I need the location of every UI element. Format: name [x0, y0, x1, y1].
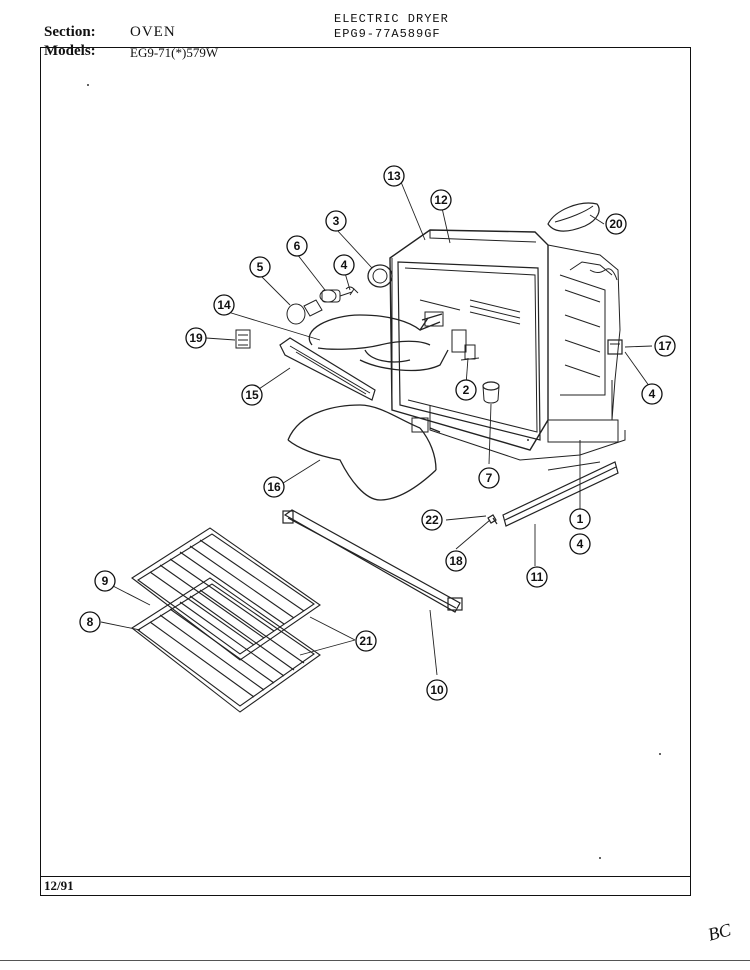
callout-circle	[249, 256, 271, 278]
callout-number: 15	[245, 388, 259, 402]
callout-6-7: 6	[286, 235, 308, 257]
callout-3-2: 3	[325, 210, 347, 232]
callout-21-22: 21	[355, 630, 377, 652]
header-divider	[40, 47, 691, 48]
callout-number: 18	[449, 554, 463, 568]
callout-4-4: 4	[641, 383, 663, 405]
callout-circle	[569, 508, 591, 530]
callout-18-19: 18	[445, 550, 467, 572]
callout-5-6: 5	[249, 256, 271, 278]
callout-circle	[333, 254, 355, 276]
callout-number: 17	[658, 339, 672, 353]
callout-number: 19	[189, 331, 203, 345]
oven-rack-lower	[131, 577, 321, 713]
callout-4-5: 4	[569, 533, 591, 555]
callout-22-23: 22	[421, 509, 443, 531]
callout-circle	[383, 165, 405, 187]
callout-circle	[430, 189, 452, 211]
clip-19	[235, 329, 251, 349]
callout-circle	[241, 384, 263, 406]
callout-13-14: 13	[383, 165, 405, 187]
callout-circle	[94, 570, 116, 592]
leader-lines	[100, 181, 653, 676]
callout-number: 9	[102, 574, 109, 588]
callout-number: 1	[577, 512, 584, 526]
callout-17-18: 17	[654, 335, 676, 357]
callout-circle	[263, 476, 285, 498]
callout-1: 1	[569, 508, 591, 530]
callout-14-15: 14	[213, 294, 235, 316]
callout-circle	[213, 294, 235, 316]
callout-number: 5	[257, 260, 264, 274]
parts-small	[460, 202, 623, 404]
footer-divider	[40, 876, 691, 877]
callout-circle	[286, 235, 308, 257]
callout-11-12: 11	[526, 566, 548, 588]
callout-circle	[605, 213, 627, 235]
callout-7-8: 7	[478, 467, 500, 489]
callout-circle	[325, 210, 347, 232]
oven-rack-upper	[131, 527, 321, 661]
callout-number: 4	[341, 258, 348, 272]
scan-specks	[87, 84, 661, 859]
section-value: OVEN	[130, 24, 176, 40]
callout-15-16: 15	[241, 384, 263, 406]
callout-20-21: 20	[605, 213, 627, 235]
broil-element	[308, 311, 449, 372]
callout-number: 7	[486, 471, 493, 485]
callout-circle	[426, 679, 448, 701]
product-code: EPG9-77A589GF	[334, 27, 441, 41]
callout-number: 14	[217, 298, 231, 312]
callout-4-3: 4	[333, 254, 355, 276]
callout-12-13: 12	[430, 189, 452, 211]
callout-circle	[478, 467, 500, 489]
callout-number: 20	[609, 217, 623, 231]
callout-circle	[445, 550, 467, 572]
callout-number: 13	[387, 169, 401, 183]
bake-element	[287, 404, 441, 501]
callout-2-1: 2	[455, 379, 477, 401]
oven-cavity	[389, 229, 626, 471]
callout-16-17: 16	[263, 476, 285, 498]
callout-circle	[641, 383, 663, 405]
rack-support	[279, 337, 376, 401]
callout-circle	[654, 335, 676, 357]
callout-number: 6	[294, 239, 301, 253]
callout-19-20: 19	[185, 327, 207, 349]
callout-number: 16	[267, 480, 281, 494]
callout-number: 4	[577, 537, 584, 551]
callout-10-11: 10	[426, 679, 448, 701]
callout-number: 21	[359, 634, 373, 648]
product-title: ELECTRIC DRYER	[334, 12, 449, 26]
callout-number: 4	[649, 387, 656, 401]
callout-9-10: 9	[94, 570, 116, 592]
models-value: EG9-71(*)579W	[130, 45, 219, 60]
callout-number: 2	[463, 383, 470, 397]
revision-date: 12/91	[44, 878, 74, 893]
callout-number: 8	[87, 615, 94, 629]
callout-number: 3	[333, 214, 340, 228]
trim-strips	[282, 461, 619, 613]
callout-circle	[421, 509, 443, 531]
callout-circle	[455, 379, 477, 401]
callout-circle	[185, 327, 207, 349]
section-label: Section:	[44, 24, 96, 40]
page-bottom-rule	[0, 960, 750, 961]
light-assembly	[286, 264, 393, 325]
callout-number: 10	[430, 683, 444, 697]
callout-circle	[569, 533, 591, 555]
callout-circle	[526, 566, 548, 588]
callout-circle	[355, 630, 377, 652]
callout-circle	[79, 611, 101, 633]
callout-number: 22	[425, 513, 439, 527]
callout-8-9: 8	[79, 611, 101, 633]
callout-number: 12	[434, 193, 448, 207]
callout-number: 11	[531, 570, 544, 584]
